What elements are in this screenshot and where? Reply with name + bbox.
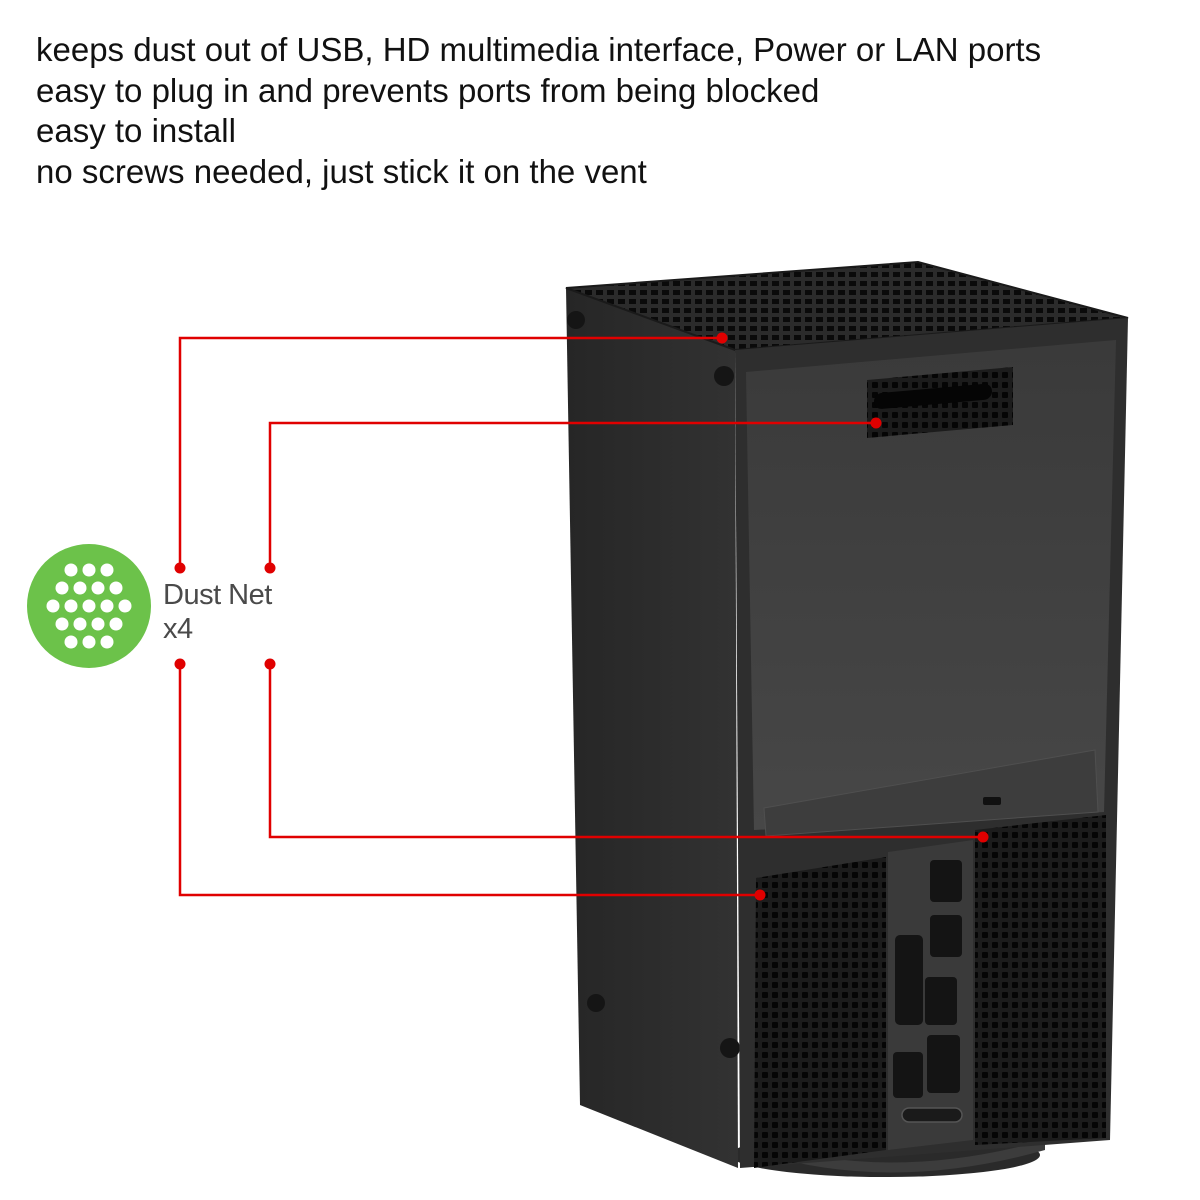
- dust-net-icon: [27, 544, 151, 668]
- leader-dot: [977, 831, 989, 843]
- leader-dots: [174, 332, 989, 901]
- leader-line-top-grille: [178, 336, 722, 568]
- leader-dot: [716, 332, 728, 344]
- console-side-panel: [566, 288, 740, 1168]
- leader-dot: [264, 562, 276, 574]
- lower-left-vent: [754, 857, 886, 1168]
- leader-line-right-vent: [268, 664, 983, 839]
- leader-line-left-vent: [178, 664, 760, 897]
- feature-item: no screws needed, just stick it on the v…: [36, 152, 647, 190]
- leader-dot: [174, 658, 186, 670]
- feature-item: easy to install: [36, 112, 236, 149]
- leader-dot: [264, 658, 276, 670]
- product-quantity: x4: [163, 613, 193, 645]
- feature-list: keeps dust out of USB, HD multimedia int…: [36, 30, 1041, 192]
- leader-line-upper-vent: [268, 421, 876, 568]
- product-name: Dust Net: [163, 579, 272, 611]
- leader-dot: [754, 889, 766, 901]
- dust-net-label: Dust Net x4: [163, 578, 272, 646]
- feature-item: easy to plug in and prevents ports from …: [36, 71, 820, 109]
- port-panel: [888, 840, 973, 1150]
- feature-item: keeps dust out of USB, HD multimedia int…: [36, 31, 1042, 68]
- lower-right-vent: [975, 815, 1106, 1145]
- leader-lines: [178, 336, 983, 897]
- leader-dot: [174, 562, 186, 574]
- leader-dot: [870, 417, 882, 429]
- upper-vent: [867, 367, 1013, 438]
